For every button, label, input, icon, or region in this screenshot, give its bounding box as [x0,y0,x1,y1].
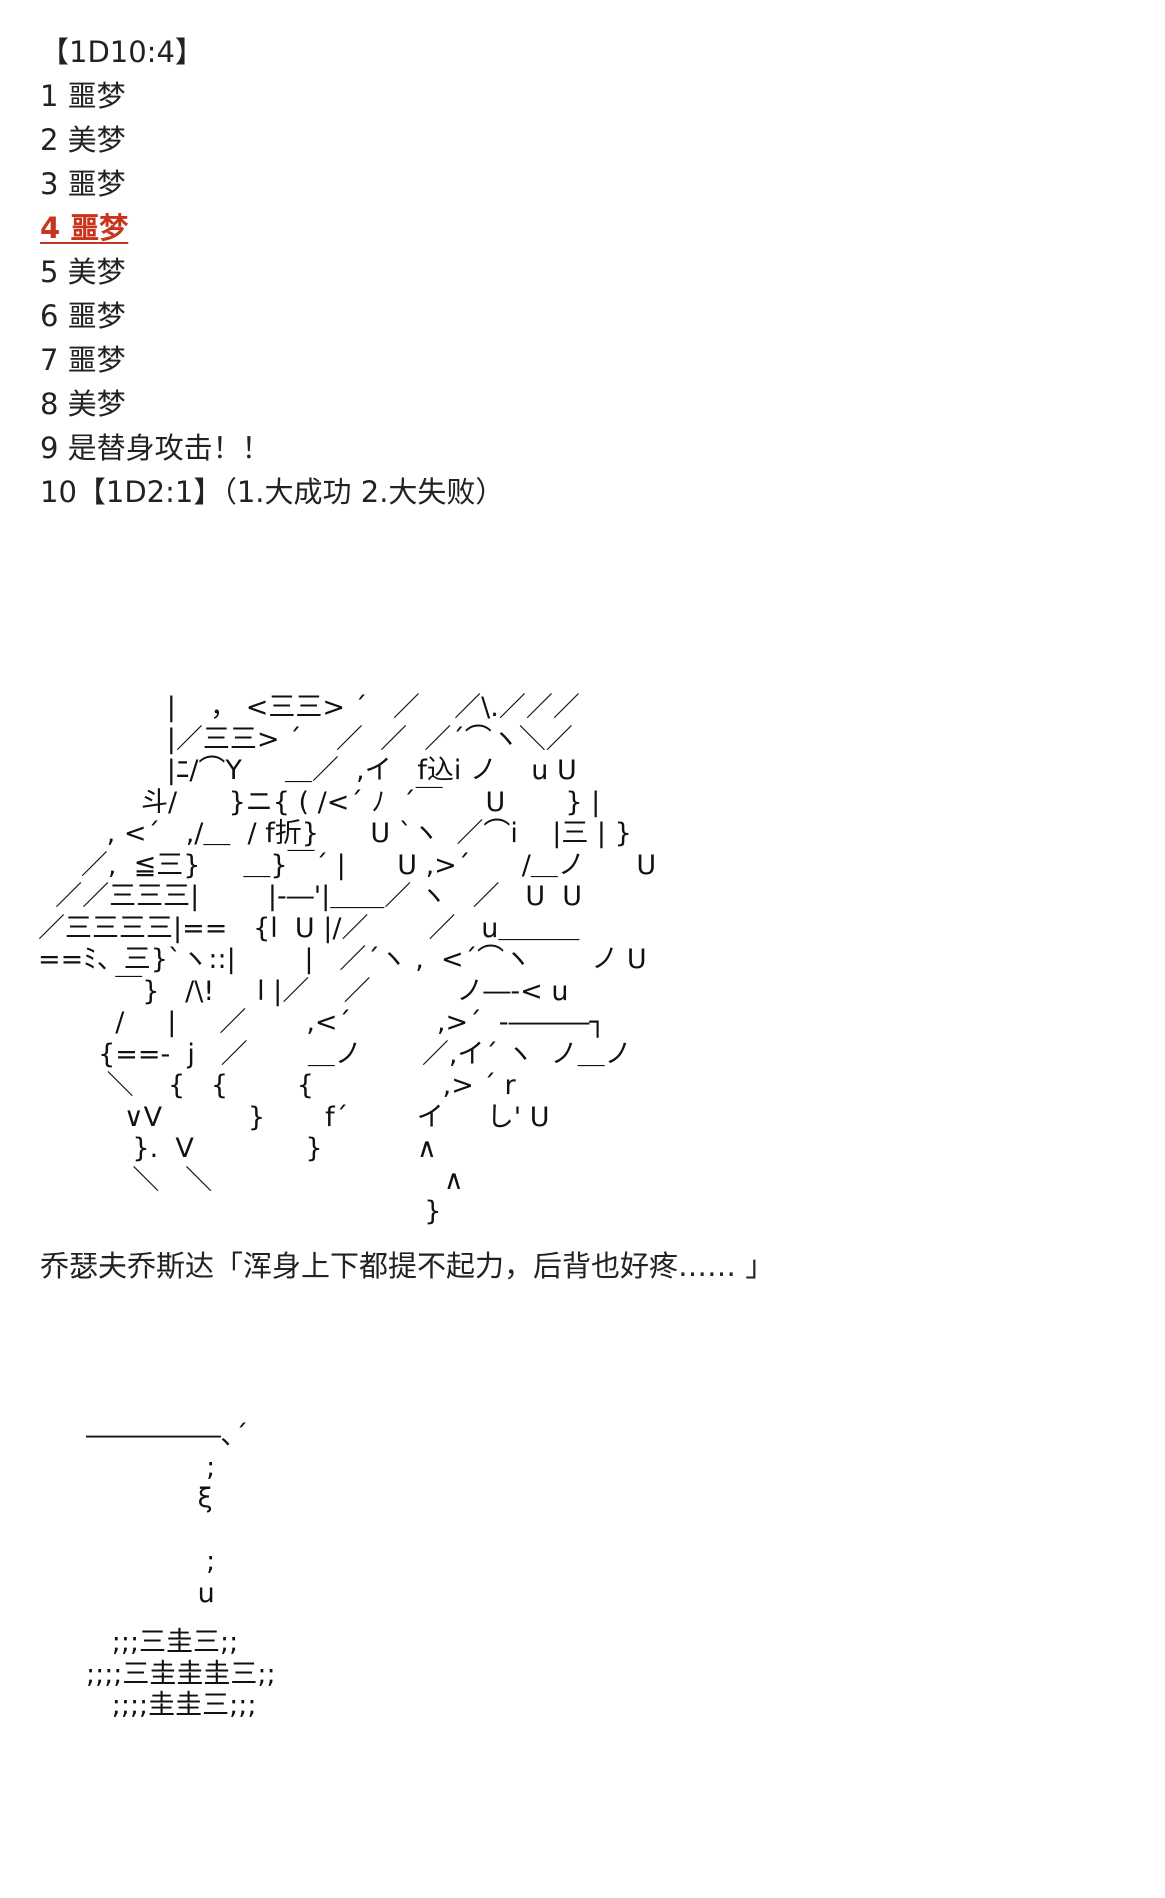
roll-option-7: 7 噩梦 [40,343,126,377]
ascii-art-blood-drip: ―――――､´ ; ξ ; u [86,1420,248,1609]
roll-header: 【1D10:4】 [40,35,204,69]
dialogue-line: 乔瑟夫乔斯达「浑身上下都提不起力，后背也好疼…… 」 [40,1249,775,1283]
roll-option-6: 6 噩梦 [40,299,126,333]
ascii-art-collapsed-figure: | ， <三三> ´ ／ ／\.／／／ |／三三> ´ ／ ／ ／´⌒ヽ＼／ |… [38,692,657,1227]
roll-option-3: 3 噩梦 [40,167,126,201]
ascii-art-blood-puddle: ;;;三圭三;; ;;;;三圭圭圭三;; ;;;;圭圭三;;; [86,1627,276,1721]
roll-result-list: 【1D10:4】 1 噩梦 2 美梦 3 噩梦 4 噩梦 5 美梦 6 噩梦 7… [40,30,504,514]
roll-option-4-selected: 4 噩梦 [40,211,129,245]
roll-option-1: 1 噩梦 [40,79,126,113]
roll-option-9: 9 是替身攻击！！ [40,431,271,465]
roll-option-5: 5 美梦 [40,255,126,289]
roll-option-2: 2 美梦 [40,123,126,157]
roll-option-10: 10【1D2:1】（1.大成功 2.大失败） [40,475,505,509]
roll-option-8: 8 美梦 [40,387,126,421]
